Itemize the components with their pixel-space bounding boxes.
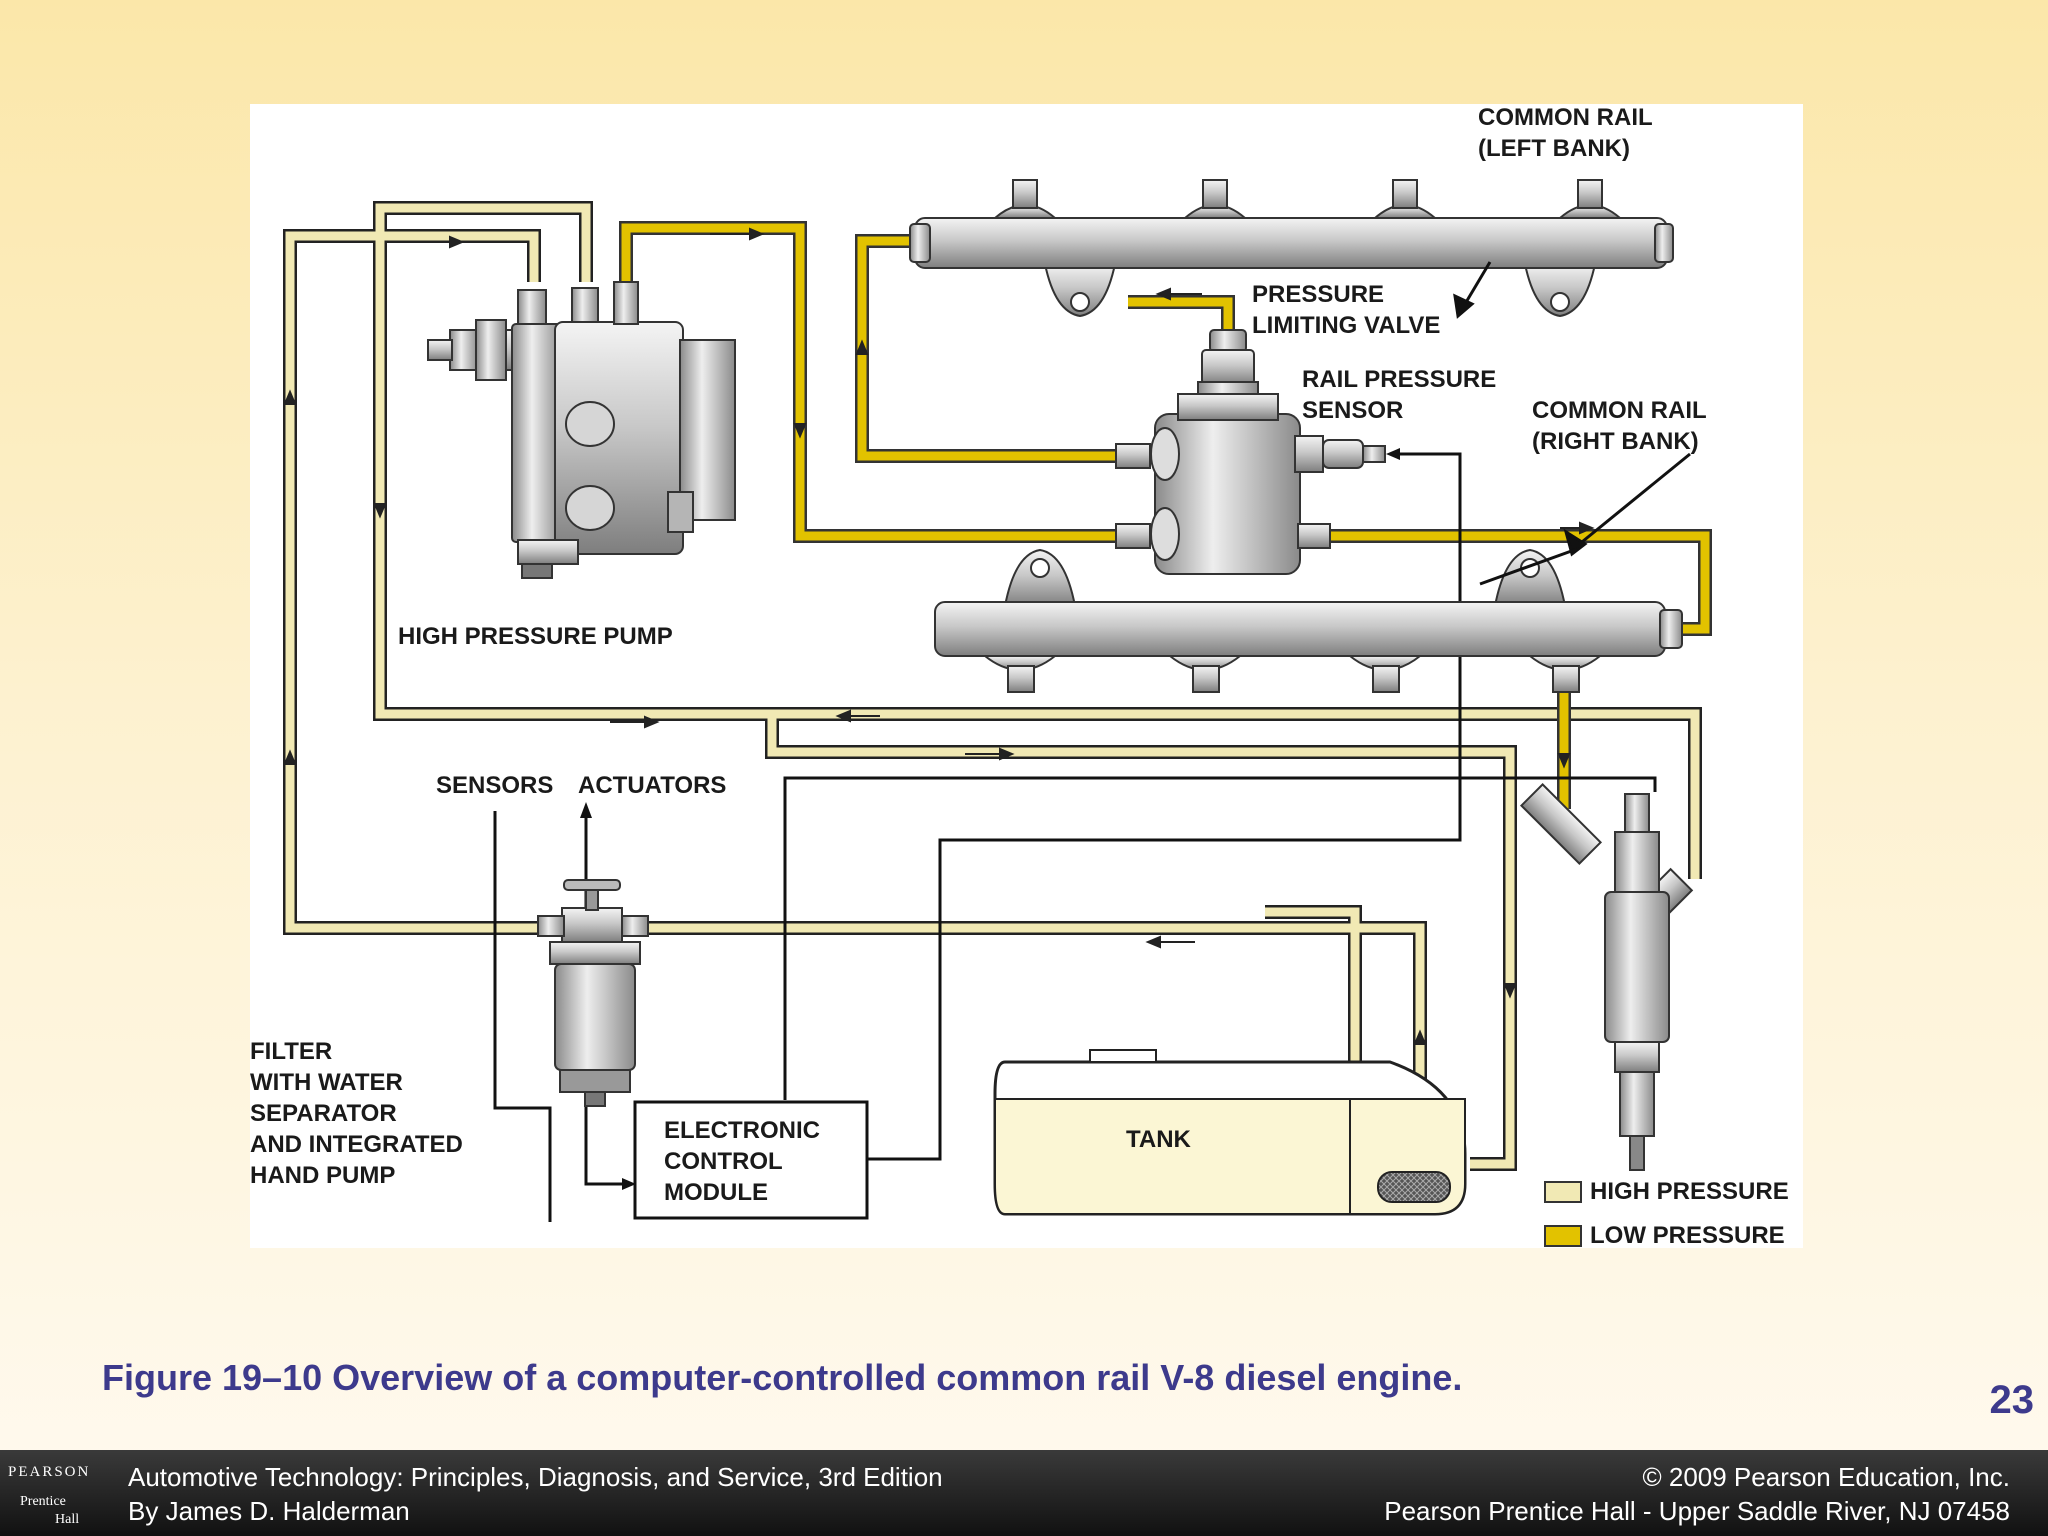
label-rail-pressure-sensor-1: RAIL PRESSURE — [1302, 366, 1496, 393]
common-rail-right-bank — [934, 548, 1683, 693]
label-ecm-1: ELECTRONIC — [664, 1117, 820, 1144]
pearson-prentice-hall-logo: PEARSON Prentice Hall — [0, 1450, 104, 1536]
label-common-rail-right-2: (RIGHT BANK) — [1532, 428, 1699, 455]
legend-swatch-low — [1544, 1225, 1582, 1247]
logo-hall-text: Hall — [55, 1512, 80, 1527]
leader-lines — [1453, 261, 1691, 586]
footer-author: By James D. Halderman — [128, 1496, 410, 1526]
legend-swatch-high — [1544, 1181, 1582, 1203]
rail-pressure-sensor — [1294, 435, 1386, 473]
electronic-control-module — [633, 1100, 869, 1220]
footer-copyright: © 2009 Pearson Education, Inc. — [1642, 1462, 2010, 1492]
label-ecm-2: CONTROL — [664, 1148, 783, 1175]
logo-pearson-text: PEARSON — [8, 1464, 91, 1480]
fuel-filter-water-separator — [537, 879, 649, 1107]
label-sensors: SENSORS — [436, 772, 553, 799]
label-actuators: ACTUATORS — [578, 772, 726, 799]
high-pressure-pump — [427, 281, 736, 579]
label-common-rail-left-2: (LEFT BANK) — [1478, 135, 1630, 162]
label-filter-1: FILTER — [250, 1038, 332, 1065]
label-common-rail-left-1: COMMON RAIL — [1478, 104, 1653, 131]
logo-prentice-text: Prentice — [20, 1494, 66, 1509]
footer-publisher: Pearson Prentice Hall - Upper Saddle Riv… — [1384, 1496, 2010, 1526]
slide-number: 23 — [1989, 1378, 2035, 1422]
label-rail-pressure-sensor-2: SENSOR — [1302, 397, 1403, 424]
legend-label-high-pressure: HIGH PRESSURE — [1590, 1178, 1789, 1205]
label-filter-5: HAND PUMP — [250, 1162, 395, 1189]
footer-book-title: Automotive Technology: Principles, Diagn… — [128, 1462, 943, 1492]
label-filter-4: AND INTEGRATED — [250, 1131, 463, 1158]
pressure-limiting-valve — [1197, 329, 1259, 399]
label-filter-3: SEPARATOR — [250, 1100, 397, 1127]
label-tank: TANK — [1126, 1126, 1192, 1153]
fuel-injector — [1519, 782, 1694, 1171]
fuel-pressure-block — [1115, 393, 1331, 575]
footer-bar: PEARSON Prentice Hall Automotive Technol… — [0, 1450, 2048, 1536]
common-rail-left-bank — [909, 179, 1674, 318]
legend-label-low-pressure: LOW PRESSURE — [1590, 1222, 1785, 1248]
flow-arrows — [283, 227, 1595, 1045]
figure-caption: Figure 19–10 Overview of a computer-cont… — [102, 1357, 1463, 1398]
fuel-tank — [993, 1049, 1467, 1216]
label-pressure-limiting-2: LIMITING VALVE — [1252, 312, 1440, 339]
legend — [1544, 1181, 1582, 1247]
label-ecm-3: MODULE — [664, 1179, 768, 1206]
fuel-system-diagram: COMMON RAIL (LEFT BANK) PRESSURE LIMITIN… — [250, 104, 1803, 1248]
label-high-pressure-pump: HIGH PRESSURE PUMP — [398, 623, 673, 650]
label-common-rail-right-1: COMMON RAIL — [1532, 397, 1707, 424]
label-filter-2: WITH WATER — [250, 1069, 403, 1096]
label-pressure-limiting-1: PRESSURE — [1252, 281, 1384, 308]
